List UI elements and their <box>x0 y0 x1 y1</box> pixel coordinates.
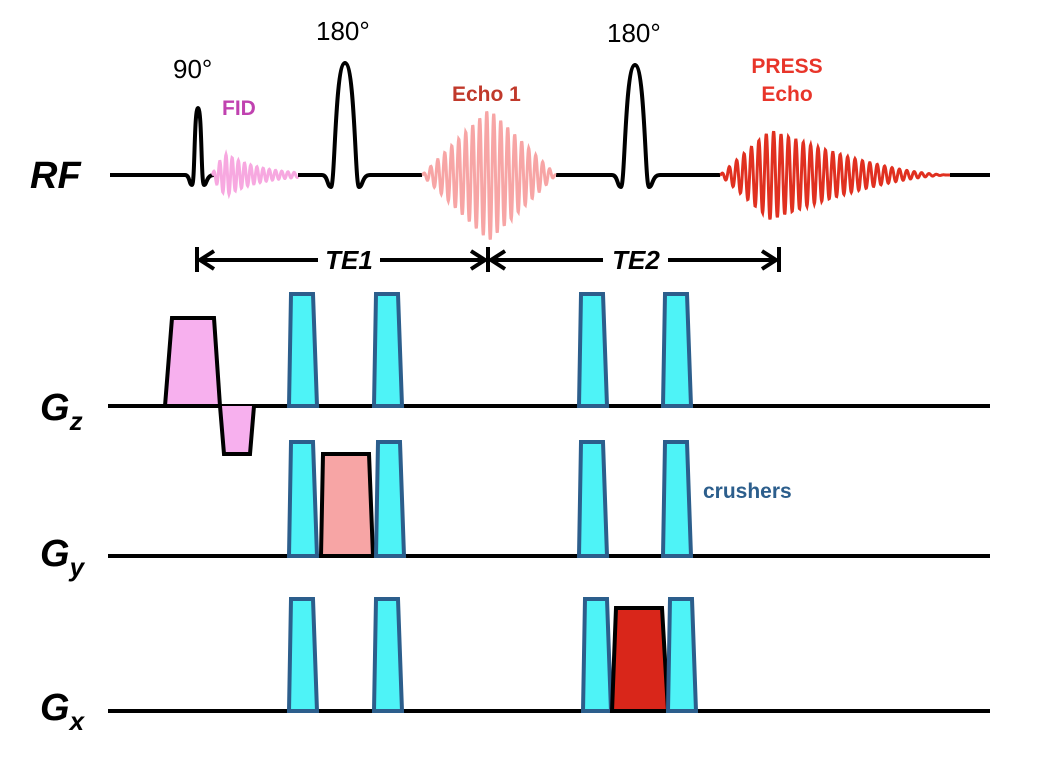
te1-arrowhead-right <box>469 249 489 271</box>
gy-slice-select-lobe <box>318 452 376 558</box>
rf-pulse-90 <box>184 105 215 188</box>
gy-row: Gy crushers <box>40 440 990 582</box>
gy-crusher <box>286 440 320 558</box>
gy-crusher <box>373 440 407 558</box>
gz-refocus-lobe <box>218 405 256 456</box>
echo1-waveform <box>421 111 557 240</box>
gz-crusher <box>660 292 694 408</box>
gz-crusher <box>286 292 320 408</box>
te-timing: TE1 TE2 <box>195 245 781 275</box>
gz-crusher <box>371 292 405 408</box>
pulse-90-label: 90° <box>173 54 212 84</box>
gx-slice-select-lobe <box>609 606 671 713</box>
gx-label-main: G <box>40 687 70 729</box>
gx-crusher <box>580 597 614 713</box>
crushers-label: crushers <box>703 480 792 503</box>
pulse-180-a-label: 180° <box>316 16 370 46</box>
echo1-label: Echo 1 <box>452 83 521 106</box>
rf-pulse-180-a <box>321 60 371 190</box>
te1-label: TE1 <box>325 245 373 275</box>
gy-label-sub: y <box>68 552 86 582</box>
gy-label-main: G <box>40 533 70 575</box>
gx-row: Gx <box>40 597 990 736</box>
te2-arrowhead-right <box>760 249 780 271</box>
press-echo-label-line1: PRESS <box>751 55 822 78</box>
te1-arrowhead-left <box>196 249 216 271</box>
gx-label-sub: x <box>68 706 86 736</box>
pulse-180-b-label: 180° <box>607 18 661 48</box>
press-echo-label-line2: Echo <box>761 83 812 106</box>
gx-crusher <box>665 597 699 713</box>
press-echo-waveform <box>719 130 950 220</box>
gz-axis-label: Gz <box>40 387 83 436</box>
gz-crusher <box>576 292 610 408</box>
gz-label-main: G <box>40 387 70 429</box>
gx-axis-label: Gx <box>40 687 86 736</box>
fid-label: FID <box>222 97 256 120</box>
gz-label-sub: z <box>69 406 83 436</box>
gy-crusher <box>660 440 694 558</box>
rf-row: RF 90° 180° 180° FID Echo 1 PRESS Echo <box>30 16 990 240</box>
gz-row: Gz <box>40 292 990 456</box>
gy-axis-label: Gy <box>40 533 86 582</box>
rf-axis-label: RF <box>30 155 82 197</box>
rf-pulse-180-b <box>611 62 661 190</box>
gx-crusher <box>371 597 405 713</box>
fid-waveform <box>210 149 300 200</box>
te2-label: TE2 <box>612 245 660 275</box>
gz-slice-select-lobe <box>162 316 223 408</box>
gy-crusher <box>576 440 610 558</box>
gx-crusher <box>286 597 320 713</box>
te2-arrowhead-left <box>487 249 507 271</box>
